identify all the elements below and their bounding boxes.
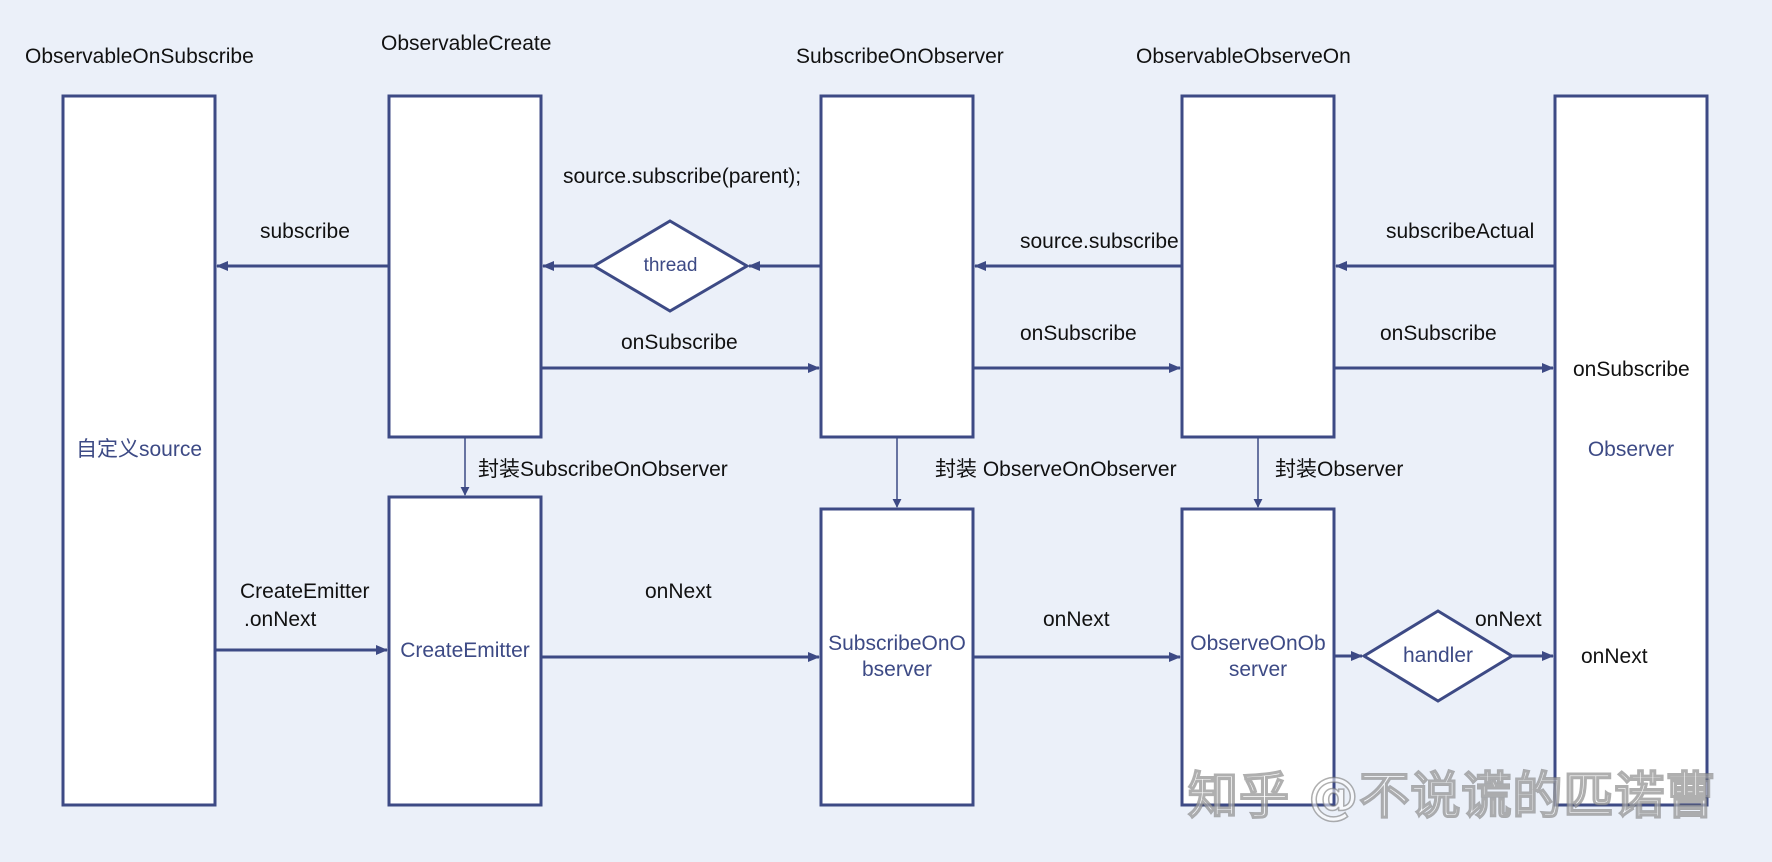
create-emitter-label: CreateEmitter bbox=[400, 639, 530, 662]
observable-create-box bbox=[387, 94, 543, 439]
zhihu-watermark: 知乎 @不说谎的匹诺曹 bbox=[1187, 766, 1717, 826]
subscribe-on-observer-top-box bbox=[819, 94, 975, 439]
label-wrap-observer: 封装Observer bbox=[1275, 458, 1404, 481]
observable-observe-on-top-box bbox=[1180, 94, 1336, 439]
thread-diamond bbox=[591, 219, 750, 313]
subscribe-on-observer-label-line2: bserver bbox=[861, 658, 933, 681]
subscribe-on-observer-label: SubscribeOnO bserver bbox=[821, 631, 973, 683]
observe-on-observer-label-line1: ObserveOnOb bbox=[1190, 632, 1326, 655]
label-on-subscribe-2: onSubscribe bbox=[1020, 322, 1137, 345]
label-on-next-3: onNext bbox=[1475, 608, 1542, 631]
subscribe-on-observer-label-line1: SubscribeOnO bbox=[828, 632, 966, 655]
label-wrap-observe-on-observer: 封装 ObserveOnObserver bbox=[935, 458, 1177, 481]
observe-on-observer-label-line2: server bbox=[1228, 658, 1288, 681]
label-on-subscribe-1: onSubscribe bbox=[621, 331, 738, 354]
custom-source-label: 自定义source bbox=[75, 438, 203, 461]
label-on-next-4: onNext bbox=[1581, 645, 1648, 668]
create-emitter-box bbox=[387, 495, 543, 807]
label-create-emitter-on-next-2: .onNext bbox=[244, 608, 317, 631]
label-on-subscribe-4: onSubscribe bbox=[1573, 358, 1690, 381]
label-on-subscribe-3: onSubscribe bbox=[1380, 322, 1497, 345]
subscribe-on-observer-box bbox=[819, 507, 975, 807]
label-on-next-1: onNext bbox=[645, 580, 712, 603]
observe-on-observer-label: ObserveOnOb server bbox=[1182, 631, 1334, 683]
header-observable-on-subscribe: ObservableOnSubscribe bbox=[25, 45, 254, 68]
label-create-emitter-on-next-1: CreateEmitter bbox=[240, 580, 370, 603]
label-source-subscribe-parent: source.subscribe(parent); bbox=[563, 165, 802, 188]
header-observable-observe-on: ObservableObserveOn bbox=[1136, 45, 1351, 68]
observer-box bbox=[1553, 94, 1709, 807]
thread-label: thread bbox=[643, 255, 698, 276]
custom-source-box bbox=[61, 94, 217, 807]
label-subscribe-actual: subscribeActual bbox=[1386, 220, 1535, 243]
handler-label: handler bbox=[1402, 644, 1474, 667]
label-source-subscribe: source.subscribe bbox=[1020, 230, 1179, 253]
header-subscribe-on-observer: SubscribeOnObserver bbox=[796, 45, 1004, 68]
label-wrap-subscribe-on-observer: 封装SubscribeOnObserver bbox=[478, 458, 728, 481]
header-observable-create: ObservableCreate bbox=[381, 32, 552, 55]
label-subscribe: subscribe bbox=[260, 220, 350, 243]
handler-diamond bbox=[1361, 609, 1515, 703]
label-on-next-2: onNext bbox=[1043, 608, 1110, 631]
observe-on-observer-box bbox=[1180, 507, 1336, 807]
observer-label: Observer bbox=[1587, 438, 1675, 461]
